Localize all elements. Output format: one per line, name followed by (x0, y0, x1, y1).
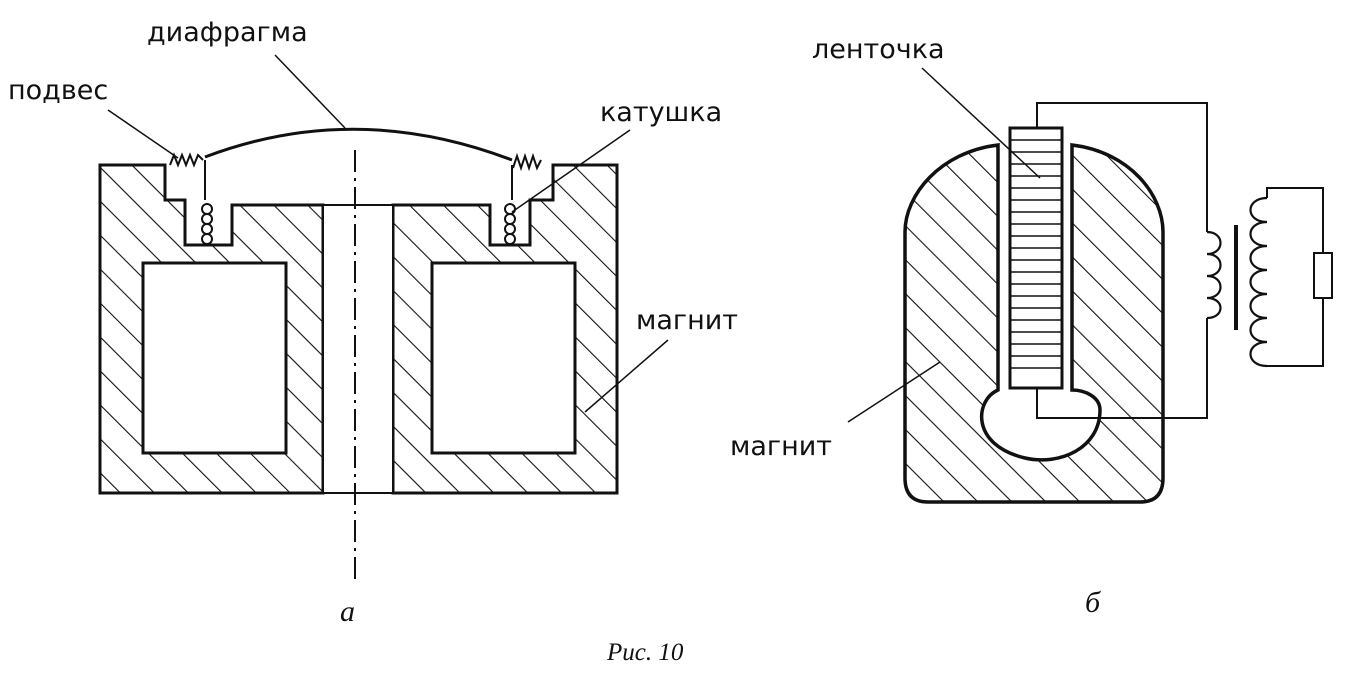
transformer-secondary-coil (1249, 196, 1268, 368)
right-inner-block (430, 261, 577, 455)
leader-coil (511, 129, 631, 213)
sublabel-a: а (340, 595, 355, 628)
coil-left (201, 203, 213, 245)
label-diaphragm: диафрагма (147, 17, 308, 48)
ribbon-microphone-diagram: ленточка магнит б (730, 34, 1333, 619)
label-magnet-left: магнит (636, 305, 738, 336)
figure-caption: Рис. 10 (606, 639, 684, 666)
ribbon-magnet-body (903, 143, 1165, 504)
leader-diaphragm (274, 54, 346, 129)
ribbon-corrugations (1010, 139, 1062, 369)
coil-right (504, 203, 516, 245)
load-resistor (1313, 252, 1333, 299)
left-inner-block (141, 261, 288, 455)
suspension-spring-right (512, 152, 542, 172)
secondary-wire-top (1266, 187, 1324, 253)
dynamic-microphone-diagram: диафрагма подвес катушка магнит а (8, 17, 738, 628)
secondary-wire-bottom (1267, 298, 1324, 367)
ribbon (1008, 126, 1064, 390)
leader-ribbon (921, 67, 1041, 179)
leader-magnet-right (847, 361, 941, 423)
label-suspension: подвес (8, 75, 108, 106)
central-bore (322, 204, 394, 494)
suspension-spring-left (169, 152, 204, 168)
wire-top (1036, 102, 1208, 232)
wire-bottom (1036, 318, 1208, 419)
label-coil: катушка (600, 97, 722, 128)
diaphragm (204, 127, 513, 162)
label-ribbon: ленточка (812, 34, 945, 65)
transformer-primary-coil (1206, 230, 1222, 320)
sublabel-b: б (1085, 586, 1101, 619)
leader-suspension (107, 109, 179, 159)
label-magnet-right: магнит (730, 431, 832, 462)
leader-magnet-left (584, 339, 669, 413)
